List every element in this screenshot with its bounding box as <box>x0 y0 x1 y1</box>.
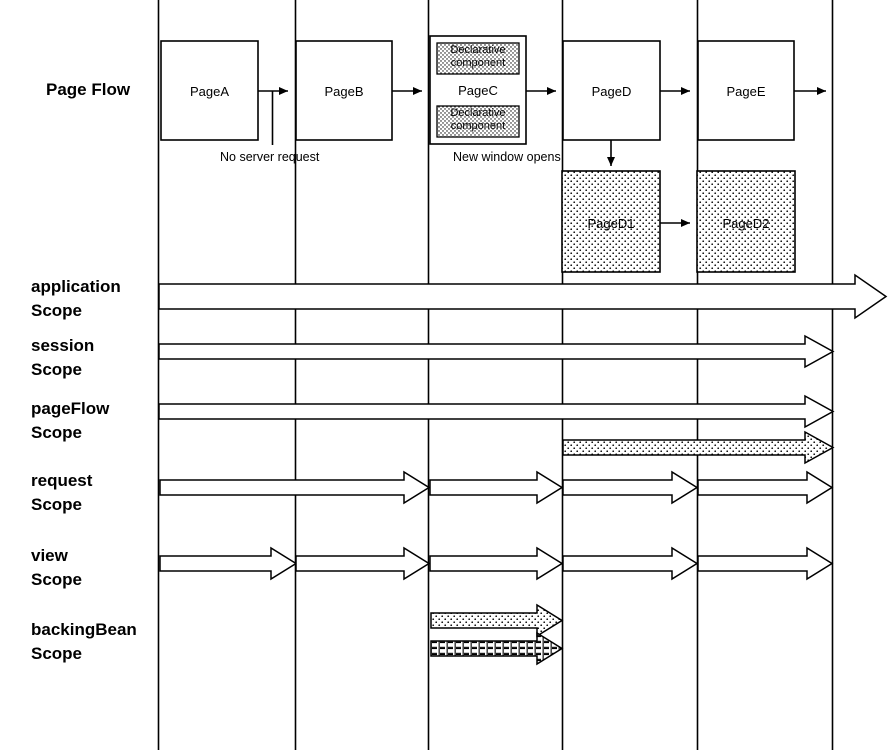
page-label-pageD2: PageD2 <box>722 216 770 231</box>
row-label-backingbean-line2: Scope <box>31 644 83 663</box>
page-flow-title: Page Flow <box>46 80 131 99</box>
row-label-application-line2: Scope <box>31 301 83 320</box>
page-box-pageA[interactable] <box>160 40 259 141</box>
dc-bottom-line2: component <box>450 120 506 132</box>
scope-arrows <box>158 273 888 666</box>
declarative-component-boxes <box>436 42 520 138</box>
page-box-pageD1[interactable] <box>561 170 661 273</box>
popup-page-boxes <box>561 170 796 273</box>
row-label-session-line2: Scope <box>31 360 83 379</box>
arrow-pageflow-scope-popup <box>562 430 835 465</box>
arrow-view-scope-pageE <box>697 546 834 581</box>
dc-top-line1: Declarative <box>450 44 506 56</box>
page-label-pageE: PageE <box>726 84 766 99</box>
arrow-backingbean-scope-top <box>430 603 564 638</box>
page-label-pageD: PageD <box>591 84 632 99</box>
row-label-pageflow-line2: Scope <box>31 423 83 442</box>
row-label-request-line2: Scope <box>31 495 83 514</box>
arrow-session-scope <box>158 334 835 369</box>
arrow-view-scope-pageD <box>562 546 699 581</box>
arrow-request-scope-pageE <box>697 470 834 505</box>
row-label-request-line1: request <box>31 471 93 490</box>
row-label-view-line1: view <box>31 546 68 565</box>
arrow-view-scope-pageC <box>429 546 564 581</box>
page-box-pageD2[interactable] <box>696 170 796 273</box>
arrow-application-scope <box>158 273 888 320</box>
page-flow-connectors <box>258 87 826 166</box>
page-label-pageA: PageA <box>189 84 230 99</box>
declarative-component-box-top <box>436 42 520 75</box>
annotation-new-window-opens: New window opens <box>453 150 561 164</box>
arrow-view-scope-pageA <box>159 546 298 581</box>
dc-bottom-line1: Declarative <box>450 107 506 119</box>
arrow-backingbean-scope-bottom <box>430 631 564 666</box>
page-box-pageD[interactable] <box>562 40 661 141</box>
page-box-pageE[interactable] <box>697 40 795 141</box>
page-label-pageD1: PageD1 <box>587 216 635 231</box>
row-label-application-line1: application <box>31 277 121 296</box>
row-label-pageflow-line1: pageFlow <box>31 399 110 418</box>
row-label-backingbean-line1: backingBean <box>31 620 137 639</box>
arrow-request-scope-pageC <box>429 470 564 505</box>
row-label-session-line1: session <box>31 336 95 355</box>
row-label-view-line2: Scope <box>31 570 83 589</box>
page-label-pageC: PageC <box>458 83 498 98</box>
page-label-pageB: PageB <box>324 84 364 99</box>
annotation-no-server-request: No server request <box>220 150 320 164</box>
arrow-request-scope-pageA-pageB <box>159 470 431 505</box>
declarative-component-box-bottom <box>436 105 520 138</box>
arrow-request-scope-pageD <box>562 470 699 505</box>
dc-top-line2: component <box>450 57 506 69</box>
arrow-view-scope-pageB <box>295 546 431 581</box>
arrow-pageflow-scope <box>158 394 835 429</box>
